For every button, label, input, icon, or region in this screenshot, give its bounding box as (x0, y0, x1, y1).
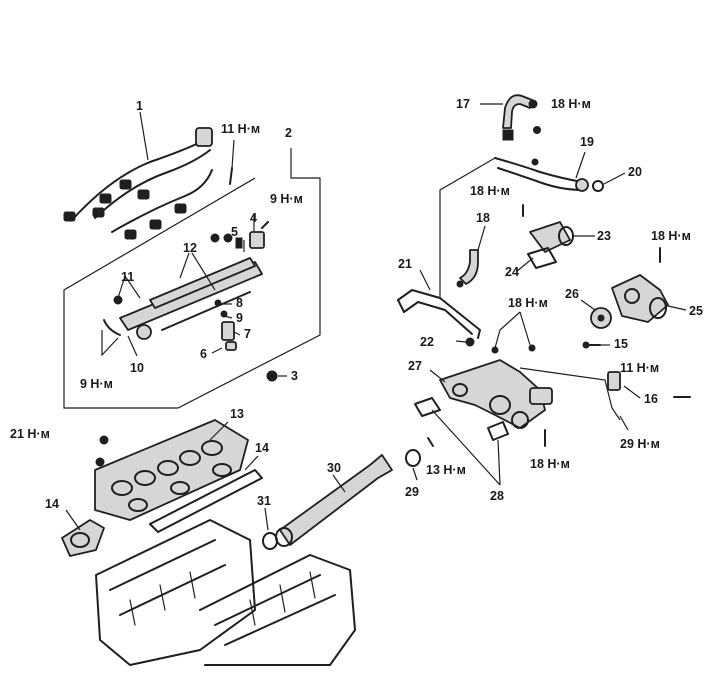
leader-lines (65, 103, 687, 531)
label-11: 11 (121, 270, 134, 284)
bolt-18-top (533, 126, 541, 134)
label-11-torque-top: 11 Н·м (221, 122, 260, 136)
label-26: 26 (565, 287, 579, 301)
label-15: 15 (614, 337, 628, 351)
pressure-regulator (235, 221, 269, 249)
label-3: 3 (291, 369, 298, 383)
thermostat (590, 307, 612, 329)
label-5: 5 (231, 225, 238, 239)
o-ring-29 (405, 449, 421, 467)
bolt-11 (229, 167, 233, 185)
label-27: 27 (408, 359, 422, 373)
label-18: 18 (476, 211, 490, 225)
label-7: 7 (244, 327, 251, 341)
label-9: 9 (236, 311, 243, 325)
label-8: 8 (236, 296, 243, 310)
label-1: 1 (136, 99, 143, 113)
gasket-28b (487, 421, 509, 441)
label-21-torque: 21 Н·м (10, 427, 50, 441)
label-20: 20 (628, 165, 642, 179)
label-4: 4 (250, 211, 257, 225)
label-19: 19 (580, 135, 594, 149)
label-18-torque-lower: 18 Н·м (508, 296, 548, 310)
intake-manifold (94, 419, 263, 533)
label-23: 23 (597, 229, 611, 243)
label-16: 16 (644, 392, 658, 406)
label-10: 10 (130, 361, 144, 375)
o-ring-20 (592, 180, 604, 192)
water-outlet (611, 274, 669, 323)
engine-block (95, 519, 356, 666)
label-13: 13 (230, 407, 244, 421)
label-11-torque-right: 11 Н·м (620, 361, 659, 375)
bolt-13 (427, 437, 434, 447)
label-2: 2 (285, 126, 292, 140)
o-ring-31 (262, 532, 278, 550)
label-18-torque-mid: 18 Н·м (470, 184, 510, 198)
assembly-bracket (63, 148, 321, 409)
label-31: 31 (257, 494, 271, 508)
gasket-28a (414, 397, 441, 417)
fuel-rail (113, 233, 263, 331)
water-pipe (275, 454, 393, 547)
wiring-harness (63, 127, 213, 240)
label-18-torque-right: 18 Н·м (651, 229, 691, 243)
water-pipe-19 (494, 157, 589, 192)
bolt-22 (465, 337, 475, 347)
gasket-24 (527, 247, 557, 269)
label-14-lower: 14 (45, 497, 59, 511)
label-17: 17 (456, 97, 470, 111)
label-30: 30 (327, 461, 341, 475)
bolts-18-lower (494, 311, 531, 349)
label-21: 21 (398, 257, 412, 271)
injector-parts (103, 299, 237, 351)
label-18-torque-bottom: 18 Н·м (530, 457, 570, 471)
label-25: 25 (689, 304, 703, 318)
label-29-torque: 29 Н·м (620, 437, 660, 451)
label-29: 29 (405, 485, 419, 499)
pipe-to-sensor (519, 367, 621, 421)
label-22: 22 (420, 335, 434, 349)
water-pipe-21 (397, 289, 481, 339)
label-14-upper: 14 (255, 441, 269, 455)
label-9-torque-left: 9 Н·м (80, 377, 113, 391)
hose-18 (456, 249, 479, 288)
water-passage (439, 359, 553, 429)
callout-labels: 1 11 Н·м 2 9 Н·м 4 5 12 11 8 9 7 6 9 Н·м… (10, 97, 703, 511)
label-9-torque-top: 9 Н·м (270, 192, 303, 206)
bolt-3 (266, 370, 278, 382)
throttle-body (61, 519, 105, 557)
thermostat-housing (529, 221, 574, 253)
label-13-torque: 13 Н·м (426, 463, 466, 477)
label-24: 24 (505, 265, 519, 279)
hose-17 (502, 94, 538, 141)
label-6: 6 (200, 347, 207, 361)
label-12: 12 (183, 241, 197, 255)
sensor-16 (607, 371, 691, 398)
label-18-torque-top: 18 Н·м (551, 97, 591, 111)
label-28: 28 (490, 489, 504, 503)
pipe-bracket (439, 157, 496, 298)
